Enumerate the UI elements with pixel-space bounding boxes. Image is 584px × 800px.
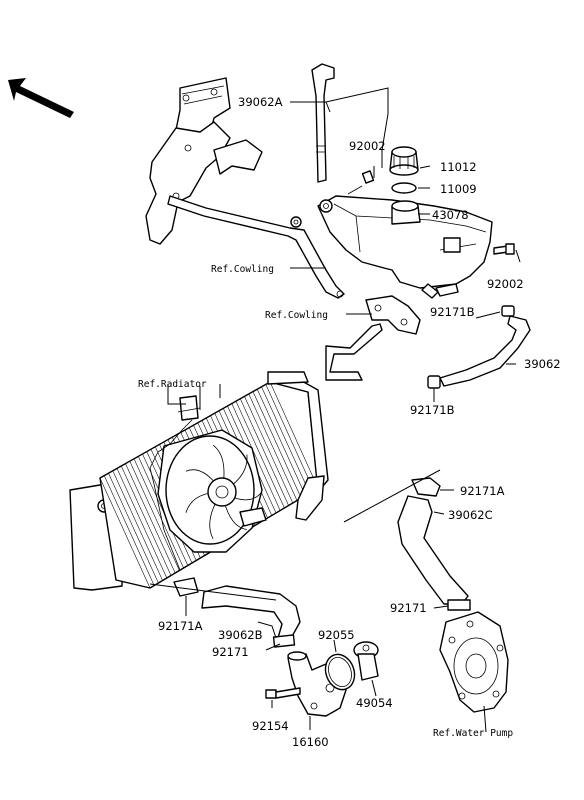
leader-lines	[149, 87, 521, 733]
reservoir-tank	[317, 195, 493, 299]
label-92171A-left: 92171A	[158, 619, 203, 633]
label-43078: 43078	[432, 208, 469, 222]
label-39062: 39062	[524, 357, 561, 371]
ref-radiator: Ref.Radiator	[138, 379, 207, 390]
breather-hose-39062A	[311, 63, 335, 183]
bolt-92002-right	[493, 243, 515, 255]
label-39062A: 39062A	[238, 95, 283, 109]
label-92171A-right: 92171A	[460, 484, 505, 498]
reservoir-hose-39062	[439, 315, 531, 387]
clamp-92171B-lower	[427, 375, 441, 389]
label-92055: 92055	[318, 628, 355, 642]
label-11012: 11012	[440, 160, 477, 174]
bolt-92002-top	[347, 170, 375, 195]
label-92171B-lower: 92171B	[410, 403, 455, 417]
radiator-fan	[149, 419, 267, 571]
tank-lower-bracket	[365, 283, 459, 335]
clamp-92171-right	[447, 599, 471, 611]
label-92171-left: 92171	[212, 645, 249, 659]
bolt-92154	[265, 687, 301, 699]
overflow-tube	[325, 323, 383, 381]
label-39062B: 39062B	[218, 628, 263, 642]
label-11009: 11009	[440, 182, 477, 196]
label-92154: 92154	[252, 719, 289, 733]
front-direction-arrow-icon	[8, 78, 74, 118]
label-92171-right: 92171	[390, 601, 427, 615]
label-92002-right: 92002	[487, 277, 524, 291]
label-39062C: 39062C	[448, 508, 493, 522]
clamp-92171A-right	[411, 477, 441, 497]
part-labels: 39062A 92002 11012 11009 43078 92002 921…	[138, 95, 561, 749]
thermostat-49054	[353, 641, 379, 681]
cap-gasket-ring	[391, 182, 417, 194]
label-92002-top: 92002	[349, 139, 386, 153]
radiator-stay-bracket	[145, 77, 345, 299]
ref-water-pump: Ref.Water Pump	[433, 728, 513, 739]
ref-cowling-2: Ref.Cowling	[265, 310, 328, 321]
label-49054: 49054	[356, 696, 393, 710]
clamp-92171B-upper	[501, 305, 515, 317]
ref-cowling-1: Ref.Cowling	[211, 264, 274, 275]
label-16160: 16160	[292, 735, 329, 749]
label-92171B-upper: 92171B	[430, 305, 475, 319]
clamp-92171A-left	[173, 577, 199, 597]
reservoir-cap	[389, 146, 419, 176]
water-pump	[439, 611, 509, 713]
